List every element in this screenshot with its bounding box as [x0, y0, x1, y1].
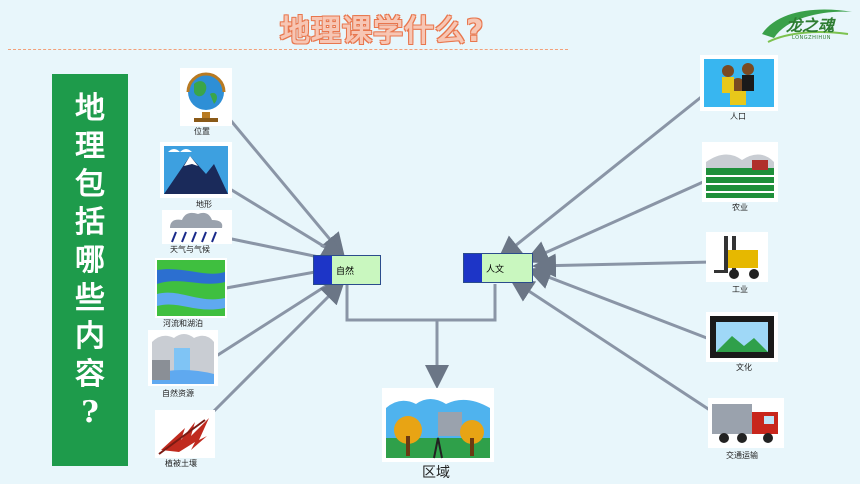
culture-node: 文化	[706, 312, 782, 374]
label-population: 人口	[730, 112, 746, 121]
sidebar-char: ?	[81, 395, 99, 430]
agriculture-node: 农业	[702, 142, 778, 216]
nature-box: 自然	[313, 255, 381, 285]
globe-node: 位置	[180, 68, 232, 138]
nature-label: 自然	[336, 267, 355, 277]
weather-node: 天气与气候	[162, 210, 234, 258]
sidebar-char: 容	[75, 357, 105, 392]
globe-icon	[180, 68, 232, 126]
farm-icon	[702, 142, 778, 202]
logo-text: 龙之魂	[786, 16, 835, 35]
people-icon	[700, 55, 778, 111]
human-label: 人文	[486, 265, 505, 275]
logo-subtext: LONGZHIHUN	[792, 35, 831, 41]
label-vegetation: 植被土壤	[165, 459, 197, 468]
truck-icon	[708, 398, 784, 448]
human-box: 人文	[463, 253, 533, 283]
label-culture: 文化	[736, 363, 752, 372]
industry-node: 工业	[706, 232, 770, 298]
region-landscape-icon	[382, 388, 494, 462]
vegetation-node: 植被土壤	[155, 410, 215, 474]
rain-cloud-icon	[162, 210, 232, 244]
label-transport: 交通运输	[726, 451, 758, 460]
label-agriculture: 农业	[732, 203, 748, 212]
picture-icon	[706, 312, 778, 362]
logo-swoosh-icon	[762, 9, 852, 43]
sidebar-char: 理	[75, 129, 105, 164]
sidebar-question-panel: 地 理 包 括 哪 些 内 容 ?	[52, 74, 128, 466]
resources-node: 自然资源	[148, 330, 220, 400]
mountain-icon	[160, 142, 232, 198]
leaf-icon	[155, 410, 215, 458]
label-weather: 天气与气候	[170, 245, 210, 254]
region-node: 区域	[382, 388, 494, 482]
transport-node: 交通运输	[708, 398, 786, 464]
label-region: 区域	[422, 465, 450, 481]
header-rule	[8, 49, 568, 50]
sidebar-char: 括	[75, 205, 105, 240]
label-industry: 工业	[732, 285, 748, 294]
population-node: 人口	[700, 55, 778, 125]
label-resources: 自然资源	[162, 389, 194, 398]
sidebar-char: 些	[75, 281, 105, 316]
label-rivers: 河流和湖泊	[163, 319, 203, 328]
forklift-icon	[706, 232, 768, 282]
sidebar-char: 地	[75, 91, 105, 126]
sidebar-char: 内	[75, 319, 105, 354]
river-node: 河流和湖泊	[155, 258, 231, 330]
page-title: 地理课学什么?	[280, 14, 485, 49]
sidebar-char: 哪	[75, 243, 105, 278]
sidebar-char: 包	[75, 167, 105, 202]
waterfall-icon	[148, 330, 218, 386]
mountain-node: 地形	[160, 142, 232, 212]
label-landform: 地形	[196, 200, 212, 209]
label-location: 位置	[194, 127, 210, 136]
river-icon	[155, 258, 227, 318]
